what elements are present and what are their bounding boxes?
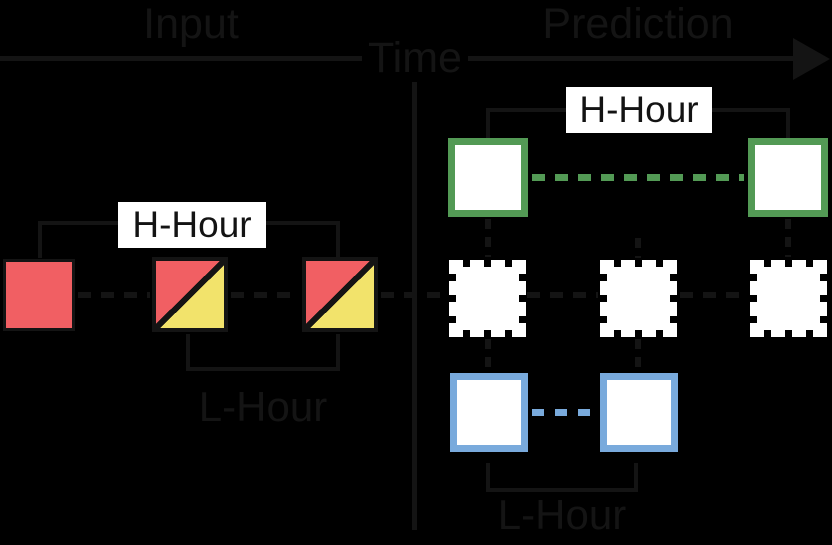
prediction-l-hour-bracket (486, 463, 638, 492)
input-square-mixed-2 (302, 257, 378, 332)
input-square-mixed-1 (152, 257, 228, 332)
h-hour-dashed-link (532, 174, 744, 181)
prediction-h-hour-square-1 (448, 138, 528, 217)
connector-ghost1-to-blue1 (485, 339, 491, 371)
prediction-ghost-square-3 (750, 260, 827, 337)
input-l-hour-bracket (186, 334, 340, 371)
input-section-label: Input (143, 0, 239, 48)
connector-ghost2-to-blue2 (635, 339, 641, 371)
prediction-h-hour-label: H-Hour (579, 89, 699, 130)
connector-green2-to-ghost3 (785, 219, 791, 257)
sequence-dash-segment-1 (78, 292, 150, 298)
prediction-l-hour-square-2 (600, 373, 678, 452)
time-axis-line-left (0, 56, 362, 61)
prediction-section-label: Prediction (542, 0, 734, 48)
input-h-hour-label-box: H-Hour (118, 202, 266, 248)
time-axis-line-right (468, 56, 795, 61)
sequence-dash-segment-2 (231, 292, 300, 298)
input-prediction-divider (412, 82, 417, 530)
input-square-observed (3, 259, 75, 331)
sequence-dash-segment-3 (381, 292, 448, 298)
prediction-l-hour-label: L-Hour (497, 491, 627, 538)
arrow-right-icon (793, 38, 830, 80)
l-hour-dashed-link (532, 409, 596, 416)
input-h-hour-label: H-Hour (132, 204, 252, 245)
sequence-dash-segment-5 (680, 292, 748, 298)
input-l-hour-label: L-Hour (198, 383, 328, 430)
prediction-ghost-square-2 (600, 260, 677, 337)
prediction-h-hour-square-2 (748, 138, 828, 217)
prediction-h-hour-label-box: H-Hour (566, 87, 712, 133)
prediction-ghost-square-1 (449, 260, 526, 337)
prediction-l-hour-square-1 (450, 373, 528, 452)
sequence-dash-segment-4 (527, 292, 598, 298)
connector-above-ghost2 (635, 238, 641, 258)
connector-green1-to-ghost1 (485, 219, 491, 257)
time-axis-label: Time (368, 34, 462, 82)
